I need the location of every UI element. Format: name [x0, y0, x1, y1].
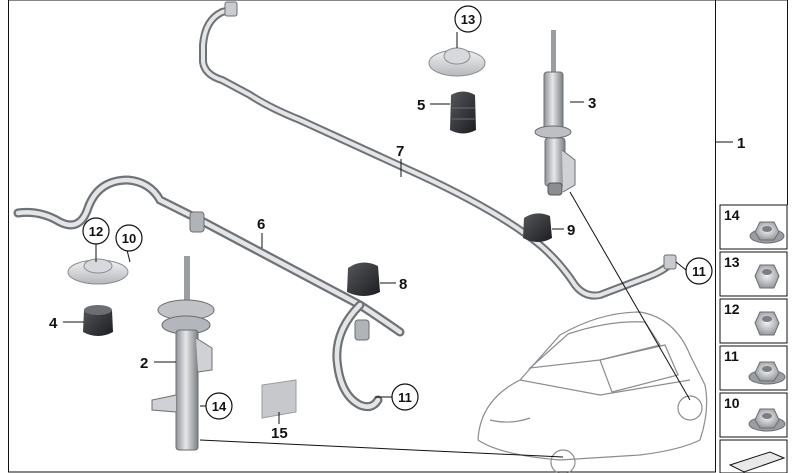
flange-nut-icon [748, 361, 786, 385]
flange-nut-icon [748, 408, 786, 432]
rear-bump-stop [450, 91, 476, 134]
label-sheet [261, 379, 297, 419]
sidebar-label-11: 11 [724, 348, 739, 364]
sidebar-panel [715, 0, 788, 205]
callout-9: 9 [567, 222, 575, 239]
rear-shock-absorber [534, 30, 576, 196]
front-top-mount [67, 258, 129, 285]
callout-2: 2 [140, 355, 148, 372]
sidebar-label-10: 10 [724, 395, 740, 411]
diagram-frame [8, 0, 716, 473]
rear-stabilizer-bushing [523, 213, 552, 242]
front-stabilizer-bushing [347, 262, 380, 296]
callout-12: 12 [89, 224, 103, 239]
callout-7: 7 [396, 143, 404, 160]
callout-13: 13 [461, 12, 475, 27]
callout-6: 6 [257, 216, 265, 233]
callout-1: 1 [737, 135, 745, 152]
hex-nut-icon [754, 311, 780, 336]
flange-nut-icon [749, 221, 785, 244]
callout-14: 14 [212, 399, 227, 414]
callout-circles [82, 5, 713, 420]
callout-11-front: 11 [398, 390, 412, 405]
rear-stabilizer-bar [199, 1, 677, 300]
callout-5: 5 [417, 97, 425, 114]
hex-nut-icon [754, 264, 780, 289]
sidebar-label-13: 13 [724, 254, 740, 270]
callout-15: 15 [271, 425, 288, 442]
callout-4: 4 [49, 315, 58, 332]
leader-lines [63, 32, 733, 458]
sidebar-label-14: 14 [724, 207, 740, 223]
vehicle-silhouette [477, 311, 708, 473]
callout-3: 3 [588, 95, 596, 112]
front-bump-stop [83, 305, 113, 336]
callout-10: 10 [122, 231, 136, 246]
sidebar-label-12: 12 [724, 301, 740, 317]
rear-top-mount [428, 47, 486, 77]
front-strut [151, 256, 215, 451]
callout-8: 8 [399, 276, 407, 293]
packaging-icon [728, 451, 786, 473]
callout-11-rear: 11 [692, 264, 706, 279]
front-stabilizer-bar [13, 175, 405, 412]
sidebar-boxes [719, 204, 788, 473]
